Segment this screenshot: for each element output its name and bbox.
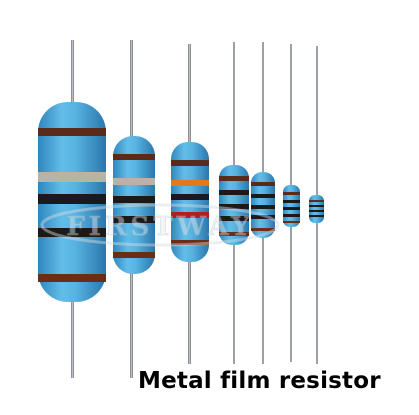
resistor-6-band-1	[283, 192, 300, 195]
resistor-5-band-3	[251, 205, 275, 209]
resistor-3-band-2	[171, 180, 209, 186]
resistor-2	[113, 40, 155, 378]
resistor-5-band-1	[251, 182, 275, 186]
resistor-1-band-1	[38, 128, 106, 136]
resistor-3	[171, 44, 209, 364]
resistor-1-band-3	[38, 194, 106, 204]
watermark-text: FIRSTWAY	[66, 212, 253, 242]
resistor-1-band-5	[38, 274, 106, 282]
resistor-3-band-4	[171, 212, 209, 218]
resistor-1	[38, 40, 106, 378]
resistor-6-body	[283, 185, 300, 227]
resistor-3-body	[171, 142, 209, 262]
resistor-4-band-1	[219, 176, 249, 181]
resistor-6-band-4	[283, 214, 300, 217]
resistor-6-band-2	[283, 200, 300, 203]
watermark: FIRSTWAY	[40, 203, 280, 247]
resistor-7-body	[309, 195, 324, 223]
resistor-1-band-4	[38, 228, 106, 237]
resistor-7	[309, 46, 324, 364]
resistor-3-band-3	[171, 194, 209, 200]
resistor-1-band-2	[38, 172, 106, 182]
resistor-3-band-1	[171, 160, 209, 166]
resistor-4-band-4	[219, 216, 249, 221]
watermark-oval	[40, 203, 280, 247]
resistor-4	[219, 42, 249, 364]
resistor-6	[283, 44, 300, 362]
resistor-6-band-3	[283, 207, 300, 210]
resistor-5	[251, 42, 275, 364]
resistor-4-band-2	[219, 190, 249, 195]
resistor-2-band-1	[113, 154, 155, 160]
resistor-2-band-2	[113, 178, 155, 185]
resistor-2-band-5	[113, 252, 155, 258]
resistor-5-band-4	[251, 215, 275, 219]
resistor-2-band-4	[113, 216, 155, 223]
resistor-7-band-1	[309, 200, 324, 202]
resistor-5-band-5	[251, 228, 275, 231]
resistor-2-body	[113, 136, 155, 274]
resistor-3-band-5	[171, 240, 209, 245]
resistor-7-band-3	[309, 210, 324, 212]
resistor-5-band-2	[251, 194, 275, 198]
caption: Metal film resistor	[138, 368, 381, 394]
resistor-7-band-2	[309, 205, 324, 207]
resistor-7-band-4	[309, 215, 324, 217]
resistor-6-band-5	[283, 221, 300, 223]
resistor-4-band-3	[219, 204, 249, 209]
resistor-4-band-5	[219, 232, 249, 236]
resistor-2-band-3	[113, 196, 155, 203]
